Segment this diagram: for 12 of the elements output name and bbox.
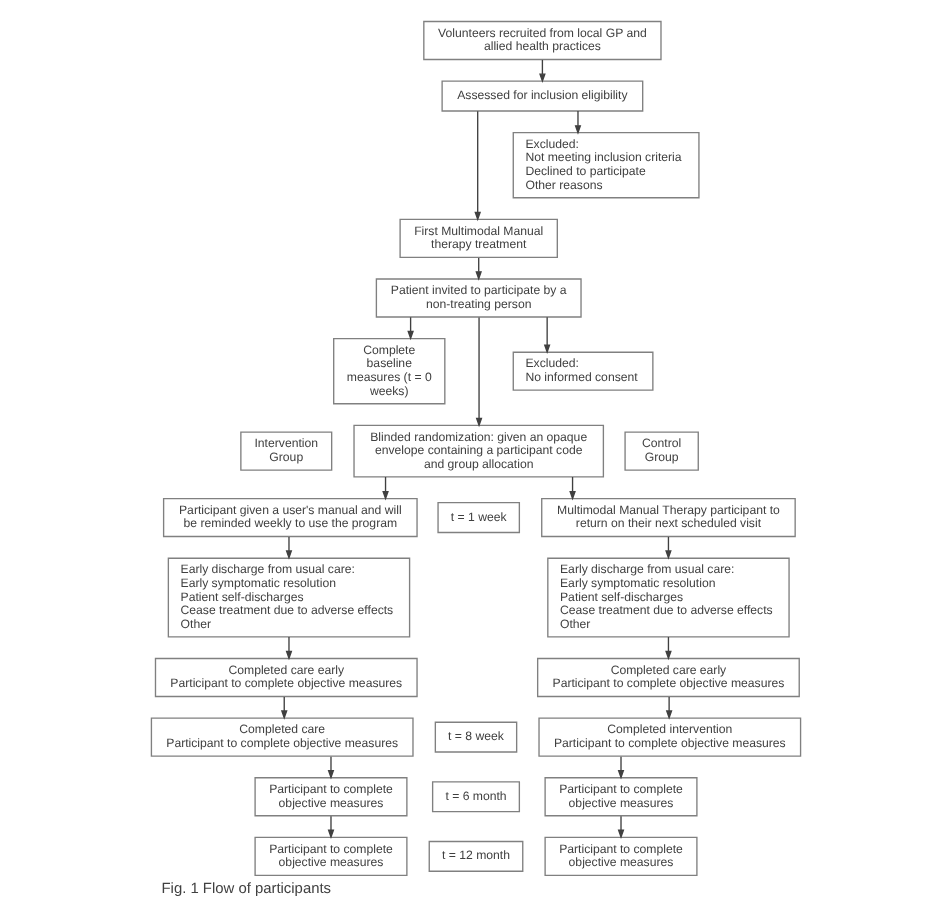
- arrow: [474, 110, 482, 222]
- caption: Fig. 1 Flow of participants: [161, 878, 332, 897]
- arrow: [285, 536, 293, 560]
- arrow: [327, 815, 335, 840]
- arrow: [285, 636, 293, 661]
- arrow: [665, 696, 673, 720]
- arrow: [574, 110, 582, 135]
- arrow: [617, 815, 625, 840]
- arrow: [543, 316, 551, 354]
- arrow: [475, 316, 483, 428]
- arrow: [327, 755, 335, 780]
- arrow: [617, 755, 625, 780]
